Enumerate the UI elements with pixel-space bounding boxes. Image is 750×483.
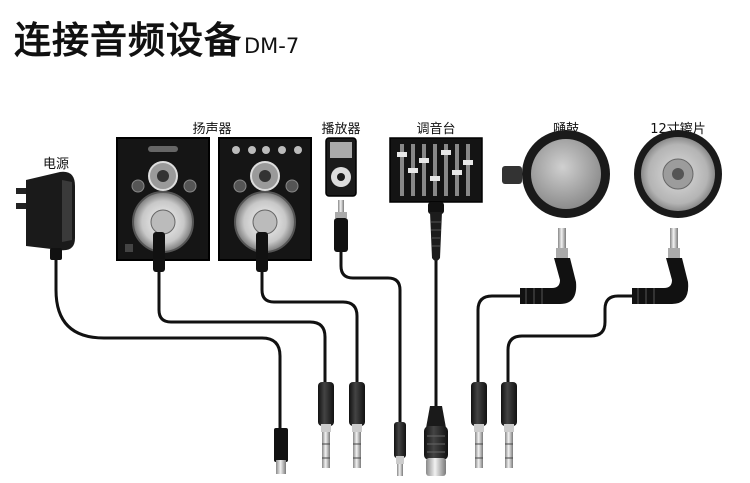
media-player <box>325 137 357 197</box>
mixer <box>389 137 483 203</box>
mixer-xlr-connector <box>424 406 448 476</box>
drum-jack <box>471 382 487 468</box>
speaker-right-cable <box>260 268 359 387</box>
drum-pad <box>502 130 610 218</box>
label-speakers: 扬声器 <box>192 122 232 137</box>
player-cable <box>339 248 402 427</box>
drum-cable <box>476 294 523 387</box>
speaker-left-cable <box>157 268 327 387</box>
label-power: 电源 <box>42 157 70 172</box>
model-name: DM-7 <box>244 34 300 58</box>
cymbal-jack <box>501 382 517 468</box>
player-mini-jack <box>394 422 406 476</box>
cymbal <box>634 130 722 218</box>
speaker-right-jack <box>349 382 365 468</box>
player-plug <box>334 200 348 252</box>
speaker-left-jack <box>318 382 334 468</box>
speaker-right-plug <box>256 232 268 272</box>
label-mixer: 调音台 <box>416 122 456 137</box>
page-title: 连接音频设备DM-7 <box>14 10 299 64</box>
speaker-left-plug <box>153 232 165 272</box>
label-player: 播放器 <box>321 122 361 137</box>
power-cable <box>54 256 282 432</box>
title-main: 连接音频设备 <box>14 18 242 62</box>
power-adapter <box>16 171 75 260</box>
cymbal-plug <box>632 228 689 304</box>
cymbal-cable <box>506 294 636 387</box>
drum-plug <box>520 228 577 304</box>
cables <box>54 248 636 432</box>
power-dc-plug <box>274 428 288 474</box>
mixer-xlr-plug <box>428 202 444 261</box>
